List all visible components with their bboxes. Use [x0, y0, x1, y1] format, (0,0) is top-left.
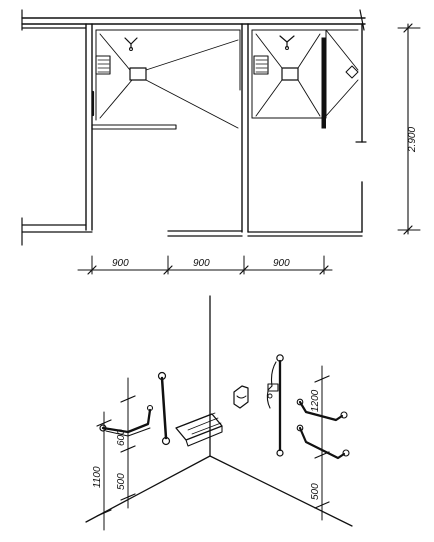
- partition-wall: [241, 23, 249, 233]
- plan-depth-label: 2.900: [407, 127, 418, 153]
- plan-dim-900-c: 900: [273, 258, 290, 269]
- folding-seat-2-icon: [253, 55, 269, 75]
- room-corner: [85, 295, 353, 527]
- shower-riser-rail: [267, 354, 284, 457]
- folding-seat-1-icon: [95, 55, 111, 75]
- shower-head-2-icon: [279, 35, 295, 50]
- left-wall: [21, 23, 93, 246]
- curtain-rail-2: [321, 37, 326, 129]
- plan-width-dimensions: 900 900 900: [77, 255, 333, 275]
- isometric-elevation: 1100 600 500: [85, 295, 353, 531]
- right-wall: [355, 23, 367, 233]
- right-l-grab-rail-lower: [296, 424, 350, 460]
- shower-tray-1: [95, 29, 241, 129]
- left-dim-600: 600: [116, 429, 127, 446]
- left-dim-500: 500: [116, 473, 127, 490]
- shower-head-1-icon: [124, 37, 138, 51]
- right-height-dimensions: 1200 500: [310, 365, 330, 521]
- soap-dish: [233, 385, 249, 409]
- left-height-dimensions: 1100 600 500: [92, 377, 136, 531]
- right-l-grab-rail-upper: [296, 398, 348, 422]
- left-dim-1100: 1100: [92, 466, 103, 488]
- plan-dim-900-a: 900: [112, 258, 129, 269]
- top-wall: [21, 9, 366, 31]
- shower-handset-icon: [266, 383, 279, 409]
- floor-plan: [21, 9, 367, 246]
- plan-dim-900-b: 900: [193, 258, 210, 269]
- front-kerbs: [167, 230, 363, 237]
- left-vertical-grab-rail: [157, 371, 171, 446]
- right-dim-500: 500: [310, 483, 321, 500]
- folding-shower-seat: [175, 412, 223, 447]
- right-dim-1200: 1200: [310, 389, 321, 412]
- plan-depth-dimension: 2.900: [397, 23, 421, 235]
- curtain-rail-1: [91, 124, 177, 130]
- drain-2-icon: [345, 65, 359, 79]
